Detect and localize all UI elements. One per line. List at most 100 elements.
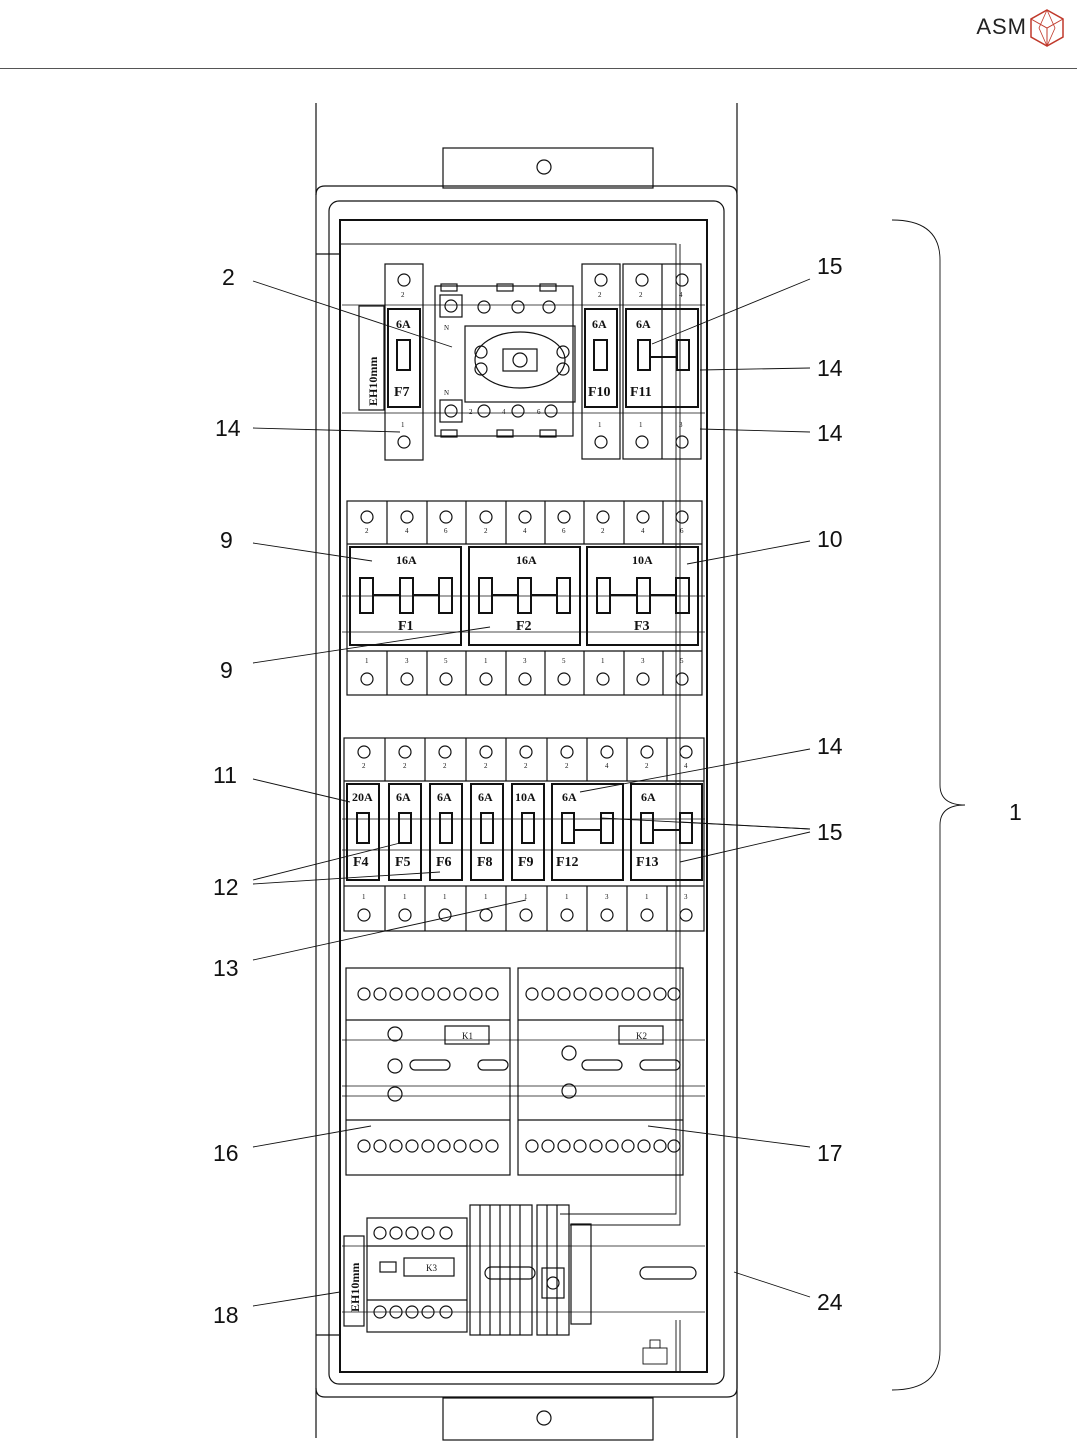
svg-text:5: 5 bbox=[444, 657, 448, 665]
svg-text:1: 1 bbox=[565, 893, 569, 901]
svg-text:2: 2 bbox=[484, 527, 488, 535]
svg-text:3: 3 bbox=[684, 893, 688, 901]
svg-text:2: 2 bbox=[365, 527, 369, 535]
breaker-f5[interactable]: 6A F5 bbox=[389, 784, 421, 880]
svg-text:2: 2 bbox=[401, 291, 405, 299]
row-2-devices: 246 246 246 135 135 135 16A F1 16A F2 bbox=[347, 501, 702, 695]
breaker-f12-designator: F12 bbox=[556, 855, 579, 870]
svg-text:4: 4 bbox=[605, 762, 609, 770]
callout-13: 13 bbox=[213, 955, 239, 981]
breaker-f8[interactable]: 6A F8 bbox=[471, 784, 503, 880]
callout-9-bottom: 9 bbox=[220, 657, 233, 683]
svg-text:2: 2 bbox=[601, 527, 605, 535]
relay-k2-label: K2 bbox=[636, 1031, 647, 1041]
svg-text:4: 4 bbox=[641, 527, 645, 535]
svg-text:4: 4 bbox=[405, 527, 409, 535]
svg-text:1: 1 bbox=[365, 657, 369, 665]
svg-text:N: N bbox=[444, 389, 449, 397]
breaker-f3-rating: 10A bbox=[632, 553, 653, 567]
breaker-f13-rating: 6A bbox=[641, 790, 656, 804]
row-1-devices: EH10mm 2 6A F7 1 N bbox=[359, 264, 701, 460]
contactor-k3-label: K3 bbox=[426, 1263, 437, 1273]
breaker-f1-designator: F1 bbox=[398, 619, 414, 634]
breaker-f7-designator: F7 bbox=[394, 385, 410, 400]
svg-text:2: 2 bbox=[469, 408, 473, 416]
breaker-f11-rating: 6A bbox=[636, 317, 651, 331]
breaker-f9-rating: 10A bbox=[515, 790, 536, 804]
callout-1: 1 bbox=[1009, 799, 1022, 825]
safety-relay-k2[interactable]: K2 bbox=[518, 968, 683, 1175]
svg-text:2: 2 bbox=[403, 762, 407, 770]
breaker-f6-designator: F6 bbox=[436, 855, 452, 870]
callout-labels: 2 14 9 9 11 12 13 16 18 15 14 14 10 14 1… bbox=[213, 253, 1022, 1328]
callout-18: 18 bbox=[213, 1302, 239, 1328]
row-4-relays: K1 K2 bbox=[346, 968, 683, 1175]
breaker-f12-rating: 6A bbox=[562, 790, 577, 804]
svg-text:1: 1 bbox=[484, 657, 488, 665]
breaker-f10-designator: F10 bbox=[588, 385, 611, 400]
callout-24: 24 bbox=[817, 1289, 843, 1315]
svg-text:1: 1 bbox=[443, 893, 447, 901]
breaker-f4-designator: F4 bbox=[353, 855, 369, 870]
breaker-f8-designator: F8 bbox=[477, 855, 493, 870]
row-5-devices: EH10mm K3 bbox=[344, 1205, 696, 1335]
din-label-text: EH10mm bbox=[366, 357, 380, 406]
svg-text:2: 2 bbox=[598, 291, 602, 299]
svg-text:2: 2 bbox=[524, 762, 528, 770]
callout-14-right-mid: 14 bbox=[817, 420, 843, 446]
breaker-f9-designator: F9 bbox=[518, 855, 534, 870]
breaker-f6[interactable]: 6A F6 bbox=[430, 784, 462, 880]
svg-text:1: 1 bbox=[524, 893, 528, 901]
callout-10: 10 bbox=[817, 526, 843, 552]
svg-text:4: 4 bbox=[502, 408, 506, 416]
breaker-f13[interactable]: 6A F13 bbox=[631, 784, 702, 880]
breaker-f9[interactable]: 10A F9 bbox=[512, 784, 544, 880]
breaker-f2-designator: F2 bbox=[516, 619, 532, 634]
svg-text:5: 5 bbox=[562, 657, 566, 665]
breaker-f12[interactable]: 6A F12 bbox=[552, 784, 623, 880]
callout-16: 16 bbox=[213, 1140, 239, 1166]
breaker-f13-designator: F13 bbox=[636, 855, 659, 870]
breaker-f11[interactable]: 2 4 6A F11 1 3 bbox=[623, 264, 701, 459]
svg-text:4: 4 bbox=[523, 527, 527, 535]
breaker-f3-designator: F3 bbox=[634, 619, 650, 634]
svg-text:1: 1 bbox=[645, 893, 649, 901]
din-label-text-2: EH10mm bbox=[348, 1263, 362, 1312]
svg-text:1: 1 bbox=[362, 893, 366, 901]
breaker-f7[interactable]: 2 6A F7 1 bbox=[385, 264, 423, 460]
svg-text:2: 2 bbox=[639, 291, 643, 299]
relay-k1-label: K1 bbox=[462, 1031, 473, 1041]
svg-text:1: 1 bbox=[403, 893, 407, 901]
breaker-f10-rating: 6A bbox=[592, 317, 607, 331]
callout-14-right-top: 14 bbox=[817, 355, 843, 381]
svg-text:6: 6 bbox=[537, 408, 541, 416]
svg-text:4: 4 bbox=[684, 762, 688, 770]
terminal-block-strip[interactable] bbox=[470, 1205, 696, 1335]
svg-text:1: 1 bbox=[598, 421, 602, 429]
breaker-f8-rating: 6A bbox=[478, 790, 493, 804]
svg-text:3: 3 bbox=[605, 893, 609, 901]
callout-14-left: 14 bbox=[215, 415, 241, 441]
callout-15-bottom: 15 bbox=[817, 819, 843, 845]
callout-17: 17 bbox=[817, 1140, 843, 1166]
safety-relay-k1[interactable]: K1 bbox=[346, 968, 510, 1175]
svg-text:2: 2 bbox=[565, 762, 569, 770]
svg-text:3: 3 bbox=[523, 657, 527, 665]
svg-text:1: 1 bbox=[484, 893, 488, 901]
svg-text:4: 4 bbox=[679, 291, 683, 299]
breaker-f11-designator: F11 bbox=[630, 385, 652, 400]
svg-text:N: N bbox=[444, 324, 449, 332]
svg-text:2: 2 bbox=[484, 762, 488, 770]
contactor-k3[interactable]: K3 bbox=[367, 1218, 467, 1332]
callout-15-top: 15 bbox=[817, 253, 843, 279]
main-disconnect-switch[interactable]: N N 2 4 6 bbox=[435, 284, 575, 437]
breaker-f1-rating: 16A bbox=[396, 553, 417, 567]
svg-text:3: 3 bbox=[405, 657, 409, 665]
svg-text:5: 5 bbox=[680, 657, 684, 665]
breaker-f10[interactable]: 2 6A F10 1 bbox=[582, 264, 620, 459]
svg-text:6: 6 bbox=[680, 527, 684, 535]
breaker-f4[interactable]: 20A F4 bbox=[347, 784, 379, 880]
svg-text:2: 2 bbox=[443, 762, 447, 770]
